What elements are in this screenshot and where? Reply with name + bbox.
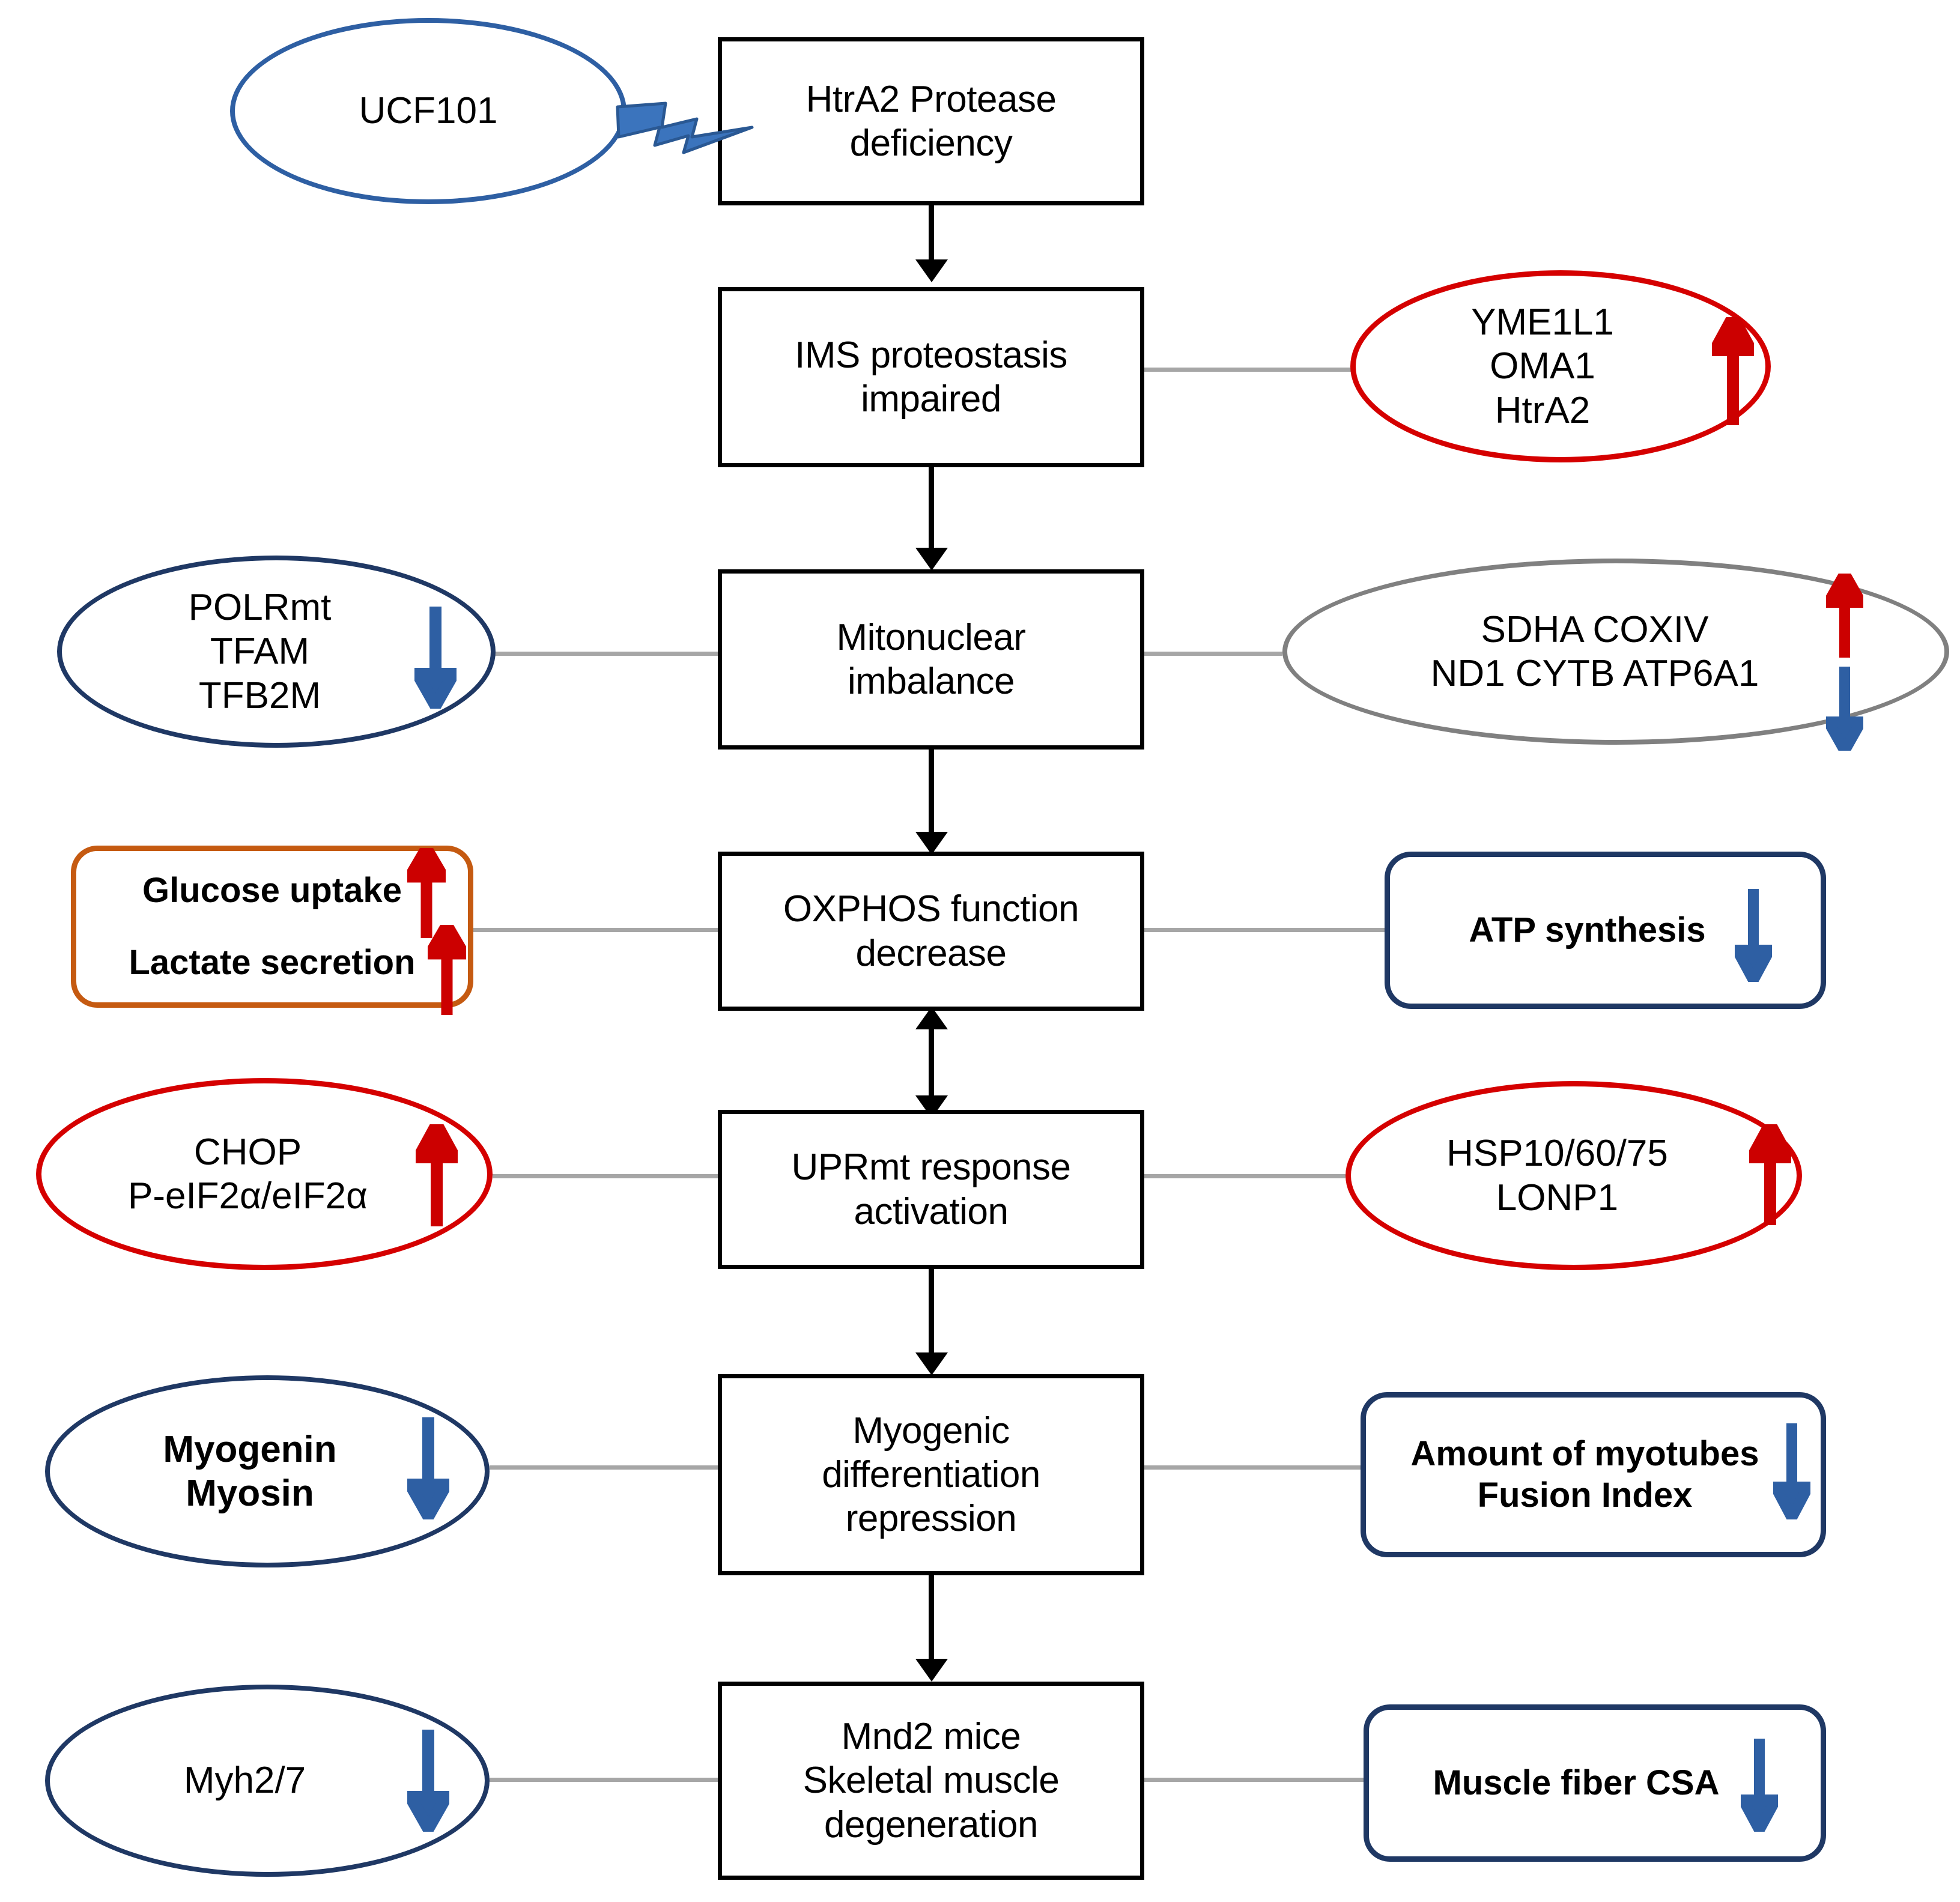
down-arrow-icon-subunits	[1826, 667, 1863, 751]
flow-arrowhead-uprmt-to-myogenic	[915, 1352, 948, 1375]
node-myogenin-group[interactable]: Myogenin Myosin	[45, 1375, 490, 1567]
flow-arrow-ims-to-mito	[929, 465, 934, 553]
node-hsp-group-text: HSP10/60/75 LONP1	[1446, 1133, 1668, 1219]
connector-glycolysis-to-oxphos	[472, 928, 718, 932]
node-oxphos-subunits-text: SDHA COXIV ND1 CYTB ATP6A1	[1430, 608, 1759, 694]
connector-myh-to-mnd2	[490, 1778, 718, 1782]
up-arrow-icon-yme1l1	[1712, 317, 1754, 425]
connector-mnd2-to-csa	[1144, 1778, 1364, 1782]
node-atp-synthesis-text: ATP synthesis	[1469, 910, 1706, 949]
up-arrow-icon-hsp	[1749, 1124, 1791, 1225]
node-mitonuclear-imbalance-text: Mitonuclear imbalance	[836, 616, 1026, 702]
up-arrow-icon-lactate-secretion	[428, 925, 466, 1015]
up-arrow-icon-glucose-uptake	[407, 848, 446, 938]
flow-arrowhead-myogenic-to-mnd2	[915, 1659, 948, 1682]
flow-arrow-mito-to-oxphos	[929, 750, 934, 837]
node-polrmt-group[interactable]: POLRmt TFAM TFB2M	[57, 556, 496, 748]
connector-ims-to-yme1l1	[1144, 368, 1355, 372]
lightning-bolt-icon	[616, 101, 754, 154]
flow-arrow-myogenic-to-mnd2	[929, 1573, 934, 1664]
connector-chop-to-uprmt	[493, 1174, 718, 1178]
flow-arrow-htra2-to-ims	[929, 204, 934, 264]
node-mitonuclear-imbalance[interactable]: Mitonuclear imbalance	[718, 569, 1144, 750]
node-ims-proteostasis-text: IMS proteostasis impaired	[795, 334, 1067, 420]
up-arrow-icon-chop	[416, 1124, 458, 1226]
connector-polrmt-to-mito	[493, 652, 718, 656]
down-arrow-icon-myh	[407, 1730, 449, 1832]
node-polrmt-group-text: POLRmt TFAM TFB2M	[188, 587, 332, 716]
up-arrow-icon-subunits	[1826, 574, 1863, 658]
flow-arrow-uprmt-to-myogenic	[929, 1267, 934, 1357]
down-arrow-icon-myogenin	[407, 1417, 449, 1519]
down-arrow-icon-myotubes	[1773, 1423, 1810, 1519]
node-myogenin-group-text: Myogenin Myosin	[163, 1428, 337, 1514]
connector-mito-to-subunits	[1144, 652, 1282, 656]
node-hsp-group[interactable]: HSP10/60/75 LONP1	[1346, 1081, 1802, 1270]
connector-myogenic-to-myotubes	[1144, 1465, 1361, 1470]
node-htra2-deficiency[interactable]: HtrA2 Protease deficiency	[718, 37, 1144, 205]
node-csa-box[interactable]: Muscle fiber CSA	[1364, 1704, 1826, 1862]
node-chop-group[interactable]: CHOP P-eIF2α/eIF2α	[36, 1078, 493, 1270]
node-oxphos-decrease[interactable]: OXPHOS function decrease	[718, 852, 1144, 1011]
node-myotubes-box-text: Amount of myotubes Fusion Index	[1410, 1434, 1759, 1515]
node-myotubes-box[interactable]: Amount of myotubes Fusion Index	[1361, 1392, 1826, 1557]
connector-myogenin-to-myogenic	[490, 1465, 718, 1470]
node-yme1l1-group[interactable]: YME1L1 OMA1 HtrA2	[1350, 270, 1771, 462]
node-glycolysis-box[interactable]: Glucose uptake Lactate secretion	[71, 846, 473, 1008]
flow-arrowhead-mito-to-oxphos	[915, 832, 948, 855]
node-ims-proteostasis[interactable]: IMS proteostasis impaired	[718, 287, 1144, 467]
node-myogenic-repression[interactable]: Myogenic differentiation repression	[718, 1374, 1144, 1575]
down-arrow-icon-polrmt	[414, 607, 457, 709]
node-oxphos-subunits[interactable]: SDHA COXIV ND1 CYTB ATP6A1	[1282, 559, 1949, 745]
node-oxphos-decrease-text: OXPHOS function decrease	[783, 888, 1079, 974]
node-glycolysis-box-text: Glucose uptake Lactate secretion	[129, 870, 416, 982]
node-uprmt-activation[interactable]: UPRmt response activation	[718, 1110, 1144, 1269]
node-mnd2-degeneration[interactable]: Mnd2 mice Skeletal muscle degeneration	[718, 1682, 1144, 1880]
node-yme1l1-group-text: YME1L1 OMA1 HtrA2	[1471, 301, 1614, 431]
node-csa-box-text: Muscle fiber CSA	[1433, 1763, 1720, 1802]
connector-uprmt-to-hsp	[1144, 1174, 1346, 1178]
node-myh-group[interactable]: Myh2/7	[45, 1685, 490, 1877]
node-myogenic-repression-text: Myogenic differentiation repression	[822, 1410, 1040, 1540]
flow-arrowhead-ims-to-mito	[915, 548, 948, 571]
flow-arrow-oxphos-uprmt	[929, 1010, 934, 1118]
down-arrow-icon-atp	[1735, 889, 1772, 982]
connector-oxphos-to-atp	[1144, 928, 1385, 932]
node-htra2-deficiency-text: HtrA2 Protease deficiency	[806, 78, 1057, 164]
node-myh-group-text: Myh2/7	[183, 1760, 306, 1802]
node-uprmt-activation-text: UPRmt response activation	[791, 1146, 1071, 1232]
node-ucf101[interactable]: UCF101	[230, 18, 627, 204]
node-chop-group-text: CHOP P-eIF2α/eIF2α	[127, 1131, 368, 1217]
flow-arrowhead-htra2-to-ims	[915, 259, 948, 282]
down-arrow-icon-csa	[1741, 1739, 1778, 1832]
node-ucf101-text: UCF101	[359, 90, 498, 132]
node-mnd2-degeneration-text: Mnd2 mice Skeletal muscle degeneration	[803, 1716, 1060, 1846]
